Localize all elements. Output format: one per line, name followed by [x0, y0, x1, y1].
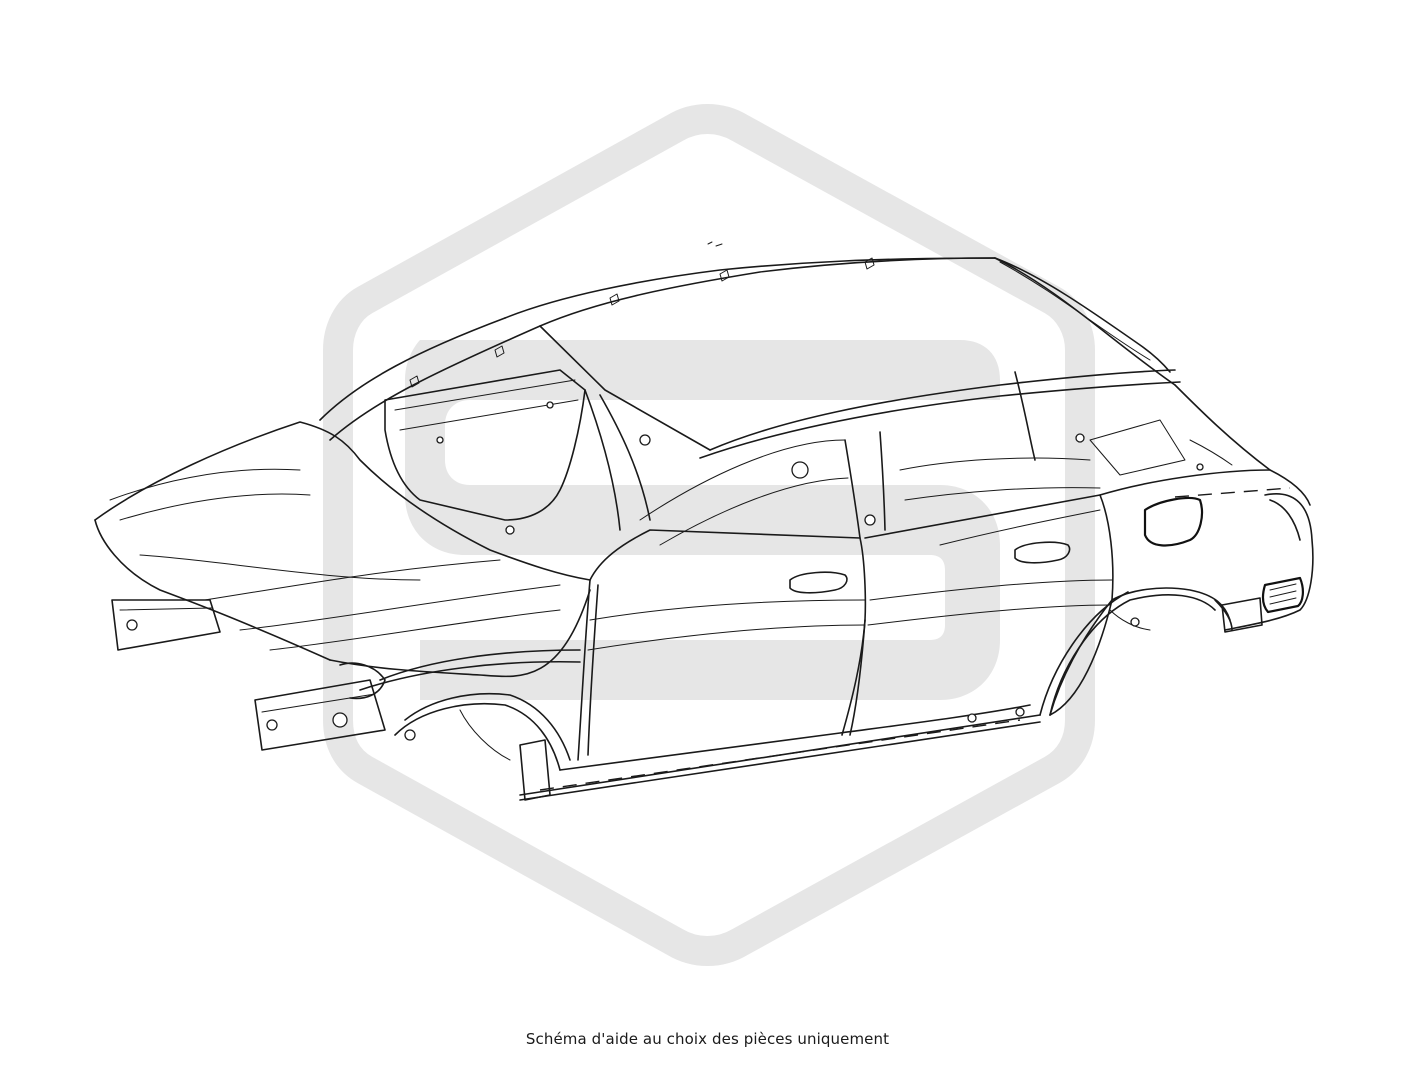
- diagram-caption: Schéma d'aide au choix des pièces unique…: [525, 1030, 890, 1048]
- car-body-outline: [94, 241, 1314, 801]
- hexagon-logo-watermark-icon: [323, 104, 1095, 966]
